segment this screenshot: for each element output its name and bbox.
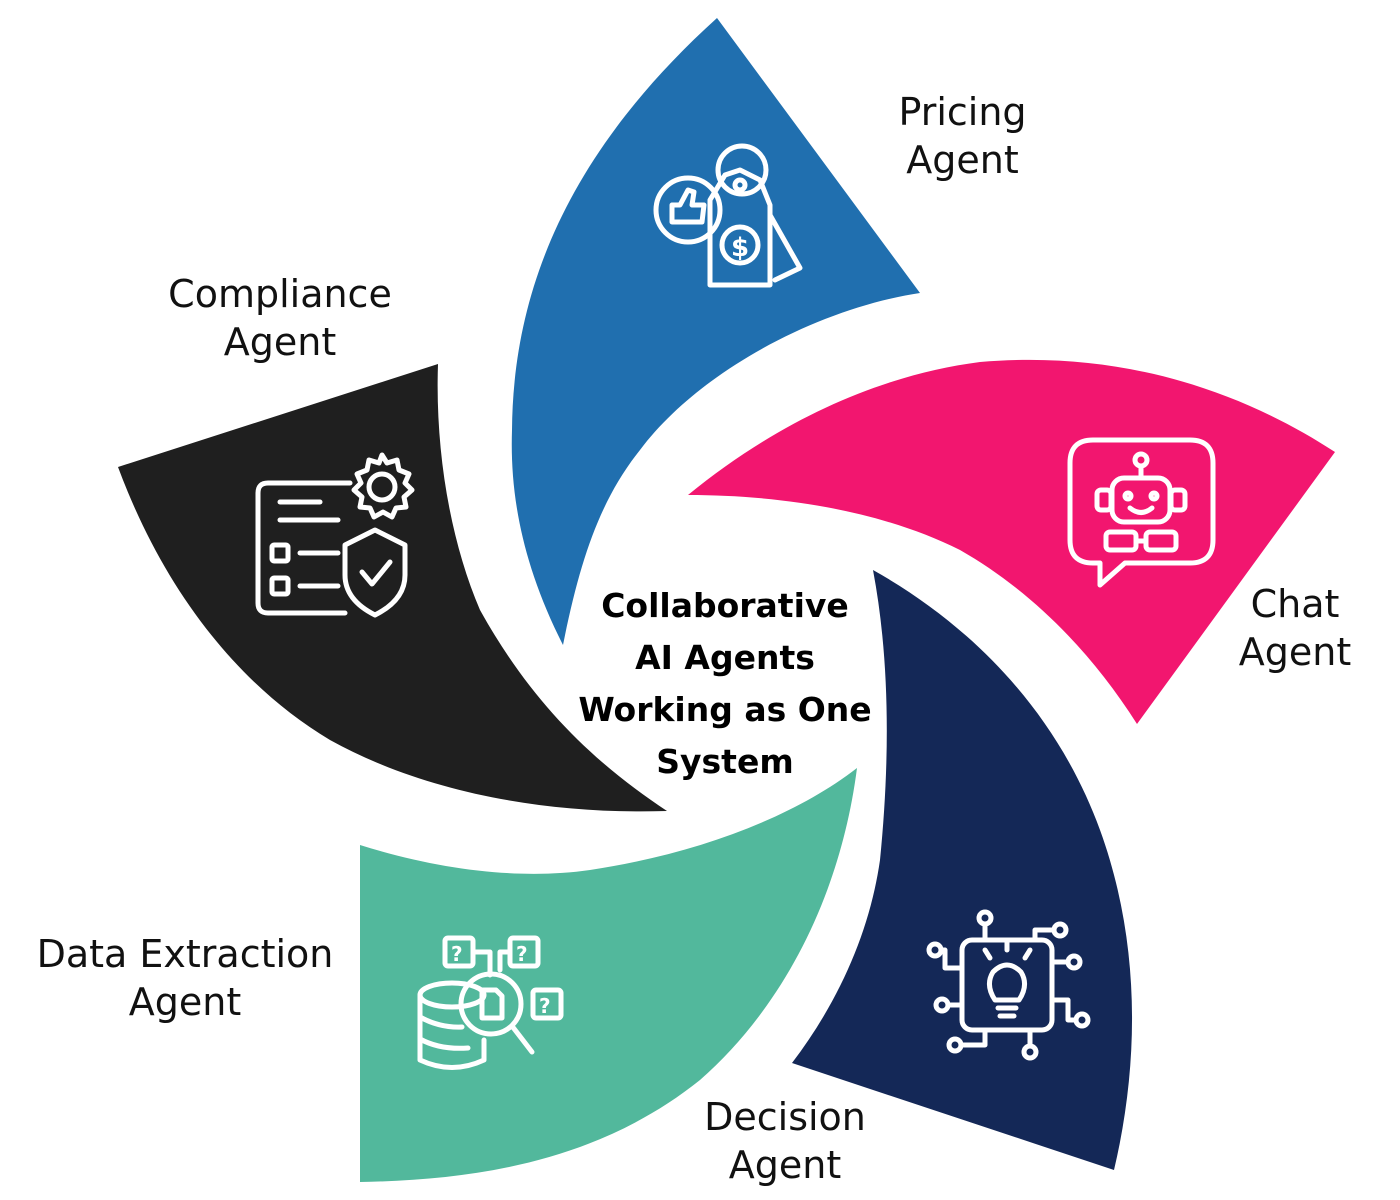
- chat-agent-label: Chat Agent: [1220, 580, 1370, 676]
- chatbot-icon: [1067, 437, 1216, 588]
- svg-text:?: ?: [539, 994, 551, 1018]
- data-extraction-agent-petal: [360, 768, 857, 1182]
- svg-text:?: ?: [451, 942, 463, 966]
- center-title-line3: Working as One: [578, 690, 872, 729]
- data-extraction-agent-label-line1: Data Extraction: [36, 932, 334, 976]
- center-title: Collaborative AI Agents Working as One S…: [560, 580, 890, 788]
- pricing-agent-petal: [511, 18, 920, 645]
- database-search-icon: ? ? ?: [417, 935, 564, 1070]
- pricing-agent-label: Pricing Agent: [880, 88, 1045, 184]
- compliance-agent-petal: [118, 364, 667, 812]
- data-extraction-agent-label-line2: Agent: [128, 980, 242, 1024]
- data-extraction-agent-label: Data Extraction Agent: [20, 930, 350, 1026]
- center-title-line4: System: [656, 742, 794, 781]
- decision-agent-label: Decision Agent: [685, 1093, 885, 1189]
- circuit-lightbulb-icon: [926, 909, 1091, 1061]
- decision-agent-petal: [792, 570, 1133, 1170]
- compliance-shield-icon: [255, 452, 415, 618]
- compliance-agent-label-line2: Agent: [223, 320, 337, 364]
- svg-text:?: ?: [516, 942, 528, 966]
- center-title-line1: Collaborative: [601, 586, 849, 625]
- compliance-agent-label: Compliance Agent: [140, 270, 420, 366]
- center-title-line2: AI Agents: [635, 638, 815, 677]
- chat-agent-label-line1: Chat: [1250, 582, 1340, 626]
- price-tag-icon: $: [653, 143, 803, 288]
- svg-text:$: $: [731, 233, 749, 263]
- pricing-agent-label-line2: Agent: [906, 138, 1019, 182]
- chat-agent-petal: [688, 359, 1335, 724]
- chat-agent-label-line2: Agent: [1238, 630, 1352, 674]
- decision-agent-label-line2: Agent: [728, 1143, 842, 1187]
- pricing-agent-label-line1: Pricing: [898, 90, 1027, 134]
- decision-agent-label-line1: Decision: [704, 1095, 866, 1139]
- compliance-agent-label-line1: Compliance: [168, 272, 392, 316]
